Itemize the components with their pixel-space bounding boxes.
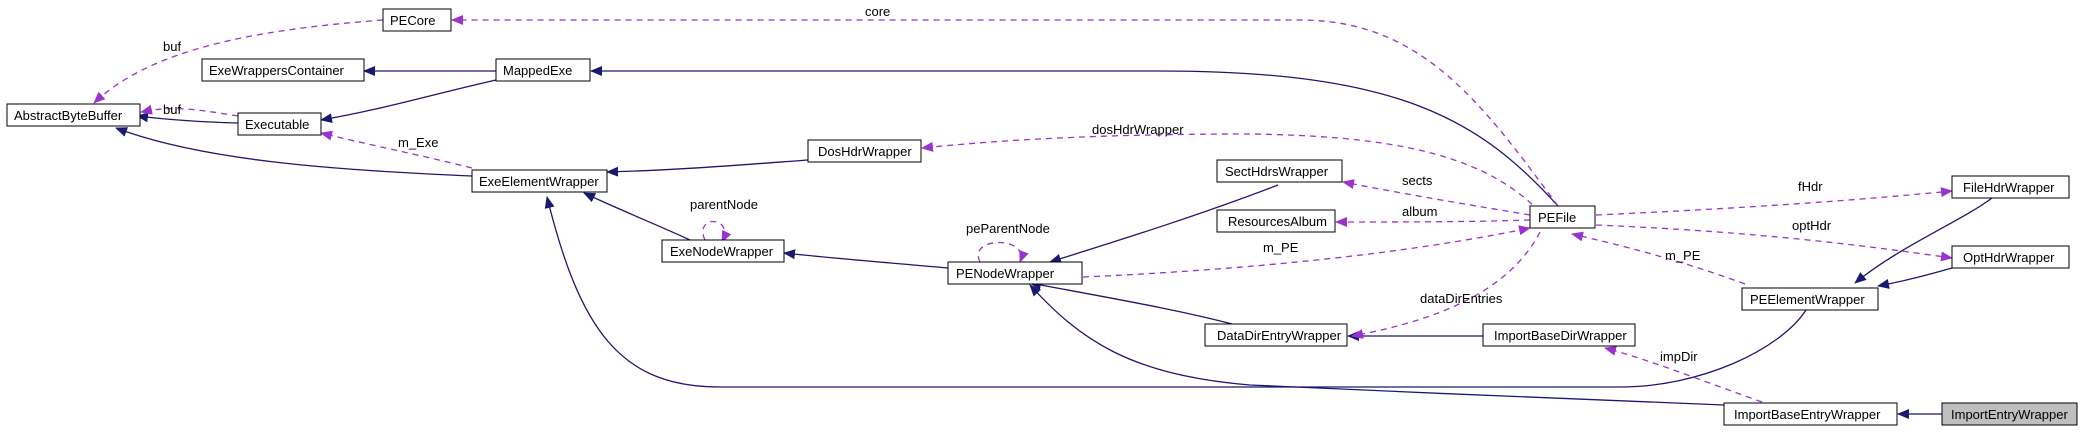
inheritance-edges [115, 66, 1993, 419]
edge-filehdrwrapper-to-peelementwrapper [1854, 197, 1993, 284]
node-importentrywrapper-label: ImportEntryWrapper [1951, 407, 2068, 422]
edge-pefile-doshdrwrapper [921, 133, 1541, 213]
edge-exenodewrapper-parentnode [702, 220, 732, 243]
edge-pefile-opthdr [1595, 224, 1953, 262]
node-importbaseentrywrapper[interactable]: ImportBaseEntryWrapper [1723, 402, 1898, 426]
label-fhdr: fHdr [1798, 179, 1823, 194]
edge-penodewrapper-peparentnode [977, 242, 1029, 263]
edge-pefile-sects [1342, 179, 1531, 216]
node-secthdrswrapper-label: SectHdrsWrapper [1225, 164, 1329, 179]
node-doshdrwrapper-label: DosHdrWrapper [818, 144, 912, 159]
node-abstractbytebuffer-label: AbstractByteBuffer [14, 108, 123, 123]
usage-edges [93, 15, 1953, 403]
label-m-pe-center: m_PE [1263, 240, 1299, 255]
node-pefile-label: PEFile [1538, 210, 1576, 225]
node-penodewrapper-label: PENodeWrapper [956, 266, 1055, 281]
node-exenodewrapper[interactable]: ExeNodeWrapper [661, 239, 785, 263]
node-filehdrwrapper-label: FileHdrWrapper [1963, 180, 2055, 195]
node-secthdrswrapper[interactable]: SectHdrsWrapper [1216, 159, 1343, 183]
node-pecore[interactable]: PECore [382, 8, 452, 32]
node-datadirentrywrapper[interactable]: DataDirEntryWrapper [1204, 323, 1348, 347]
node-peelementwrapper-label: PEElementWrapper [1750, 292, 1865, 307]
node-executable[interactable]: Executable [237, 112, 322, 136]
edge-opthdrwrapper-to-peelementwrapper [1877, 267, 1953, 289]
label-peparentnode: peParentNode [966, 221, 1050, 236]
node-opthdrwrapper-label: OptHdrWrapper [1963, 250, 2055, 265]
node-importbasedirwrapper-label: ImportBaseDirWrapper [1494, 328, 1627, 343]
edge-pefile-album [1335, 216, 1531, 227]
label-m-exe: m_Exe [398, 135, 438, 150]
edge-peelementwrapper-m-pe [1571, 231, 1746, 285]
node-mappedexe[interactable]: MappedExe [495, 58, 591, 82]
edge-importbaseentrywrapper-impdir [1604, 346, 1763, 403]
node-pecore-label: PECore [390, 13, 436, 28]
node-peelementwrapper[interactable]: PEElementWrapper [1741, 287, 1879, 311]
edge-penodewrapper-to-exenodewrapper [783, 249, 949, 269]
label-core: core [865, 4, 890, 19]
label-sects: sects [1402, 173, 1433, 188]
edge-importbaseentrywrapper-to-penodewrapper [1029, 284, 1725, 406]
node-exewrapperscontainer-label: ExeWrappersContainer [209, 63, 345, 78]
node-penodewrapper[interactable]: PENodeWrapper [947, 261, 1083, 285]
node-doshdrwrapper[interactable]: DosHdrWrapper [807, 139, 922, 163]
edge-exeelementwrapper-m-exe [320, 130, 473, 169]
edge-pefile-datadirentries [1351, 231, 1541, 339]
node-datadirentrywrapper-label: DataDirEntryWrapper [1217, 328, 1342, 343]
edge-pefile-fhdr [1595, 187, 1953, 216]
label-buf-top: buf [163, 39, 181, 54]
label-doshdrwrapper: dosHdrWrapper [1092, 122, 1184, 137]
node-mappedexe-label: MappedExe [503, 63, 572, 78]
node-importentrywrapper[interactable]: ImportEntryWrapper [1941, 402, 2078, 426]
edge-penodewrapper-m-pe [1082, 225, 1531, 278]
edge-peelementwrapper-to-exeelementwrapper [544, 196, 1807, 388]
label-impdir: impDir [1660, 349, 1698, 364]
edge-executable-buf [140, 104, 239, 117]
edge-executable-to-abstractbytebuffer [136, 112, 239, 124]
node-executable-label: Executable [245, 117, 309, 132]
edge-datadirentrywrapper-to-penodewrapper [1029, 280, 1237, 326]
edge-exeelementwrapper-to-abstractbytebuffer [115, 127, 473, 177]
edge-pefile-core [451, 15, 1559, 207]
edge-doshdrwrapper-to-exeelementwrapper [606, 159, 809, 177]
edge-pecore-buf [93, 19, 384, 104]
label-parentnode: parentNode [690, 197, 758, 212]
label-m-pe-right: m_PE [1665, 248, 1701, 263]
node-abstractbytebuffer[interactable]: AbstractByteBuffer [6, 103, 141, 127]
node-resourcesalbum[interactable]: ResourcesAlbum [1216, 209, 1336, 233]
class-nodes: PECore ExeWrappersContainer MappedExe Ab… [6, 8, 2078, 426]
node-exeelementwrapper[interactable]: ExeElementWrapper [471, 169, 608, 193]
edge-pefile-to-mappedexe [590, 66, 1559, 207]
node-filehdrwrapper[interactable]: FileHdrWrapper [1951, 175, 2070, 199]
edge-sechdrswrapper-to-penodewrapper [1049, 184, 1279, 264]
node-opthdrwrapper[interactable]: OptHdrWrapper [1951, 245, 2070, 269]
node-pefile[interactable]: PEFile [1529, 205, 1596, 229]
label-opthdr: optHdr [1792, 218, 1832, 233]
node-exeelementwrapper-label: ExeElementWrapper [479, 174, 599, 189]
label-buf-mid: buf [163, 102, 181, 117]
node-resourcesalbum-label: ResourcesAlbum [1228, 214, 1327, 229]
label-album: album [1402, 204, 1437, 219]
node-importbaseentrywrapper-label: ImportBaseEntryWrapper [1734, 407, 1881, 422]
label-datadirentries: dataDirEntries [1420, 291, 1503, 306]
node-importbasedirwrapper[interactable]: ImportBaseDirWrapper [1482, 323, 1636, 347]
node-exewrapperscontainer[interactable]: ExeWrappersContainer [201, 58, 365, 82]
edge-mappedexe-to-executable [320, 79, 497, 124]
edge-labels: core buf buf m_Exe parentNode peParentNo… [163, 4, 1832, 364]
node-exenodewrapper-label: ExeNodeWrapper [670, 244, 774, 259]
edge-exenodewrapper-to-exeelementwrapper [583, 192, 691, 241]
